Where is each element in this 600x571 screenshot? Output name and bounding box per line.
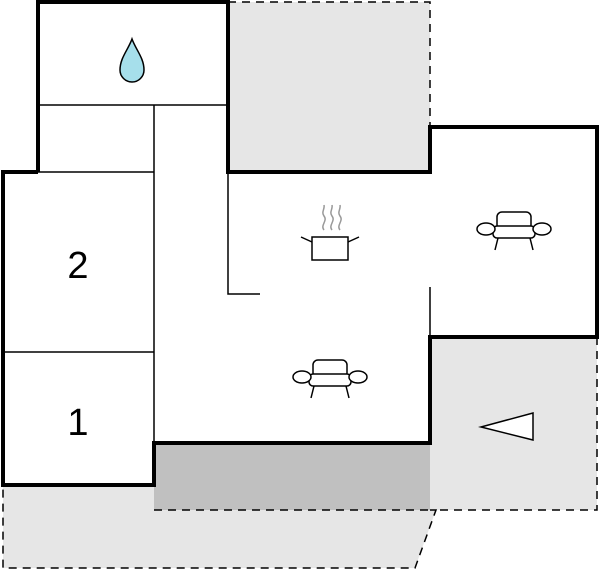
room-label-bedroom-2: 2 [67, 245, 88, 287]
pot-handle-right [347, 236, 360, 243]
terrace-north-fill [228, 2, 430, 172]
sofa-arm-left [476, 222, 496, 236]
sofa-arm-right [532, 222, 552, 236]
terrace-south [3, 485, 436, 568]
terrace-east-boundary [430, 337, 598, 511]
terrace-south-boundary [2, 485, 438, 569]
sofa-arm-left [292, 370, 312, 384]
pot-handle-left [300, 236, 313, 243]
room-labels: 2 1 [67, 245, 88, 444]
terrace-north-boundary [228, 1, 431, 127]
pot-steam-1 [322, 204, 326, 231]
sofa-icon-lower [292, 359, 368, 399]
water-drop-icon [119, 36, 145, 83]
sofa-leg-right [529, 237, 534, 251]
covered-terrace [154, 443, 430, 510]
sofa-icon-upper [476, 211, 552, 251]
pot-steam-2 [330, 204, 334, 231]
sofa-leg-right [345, 385, 350, 399]
wall-kitchen-corner [227, 172, 260, 295]
pot-body [311, 236, 349, 261]
wall-outer-west [1, 0, 599, 487]
entrance-arrow-icon [478, 412, 534, 441]
sofa-seat [492, 225, 536, 239]
pot-steam-3 [338, 204, 342, 231]
interior-walls [3, 104, 431, 443]
outdoor-areas [3, 2, 597, 568]
exterior-walls [1, 0, 599, 487]
sofa-leg-left [494, 237, 499, 251]
sofa-seat [308, 373, 352, 387]
sofa-arm-right [348, 370, 368, 384]
cooking-pot-icon [300, 204, 360, 261]
sofa-leg-left [310, 385, 315, 399]
room-label-bedroom-1: 1 [67, 402, 88, 444]
